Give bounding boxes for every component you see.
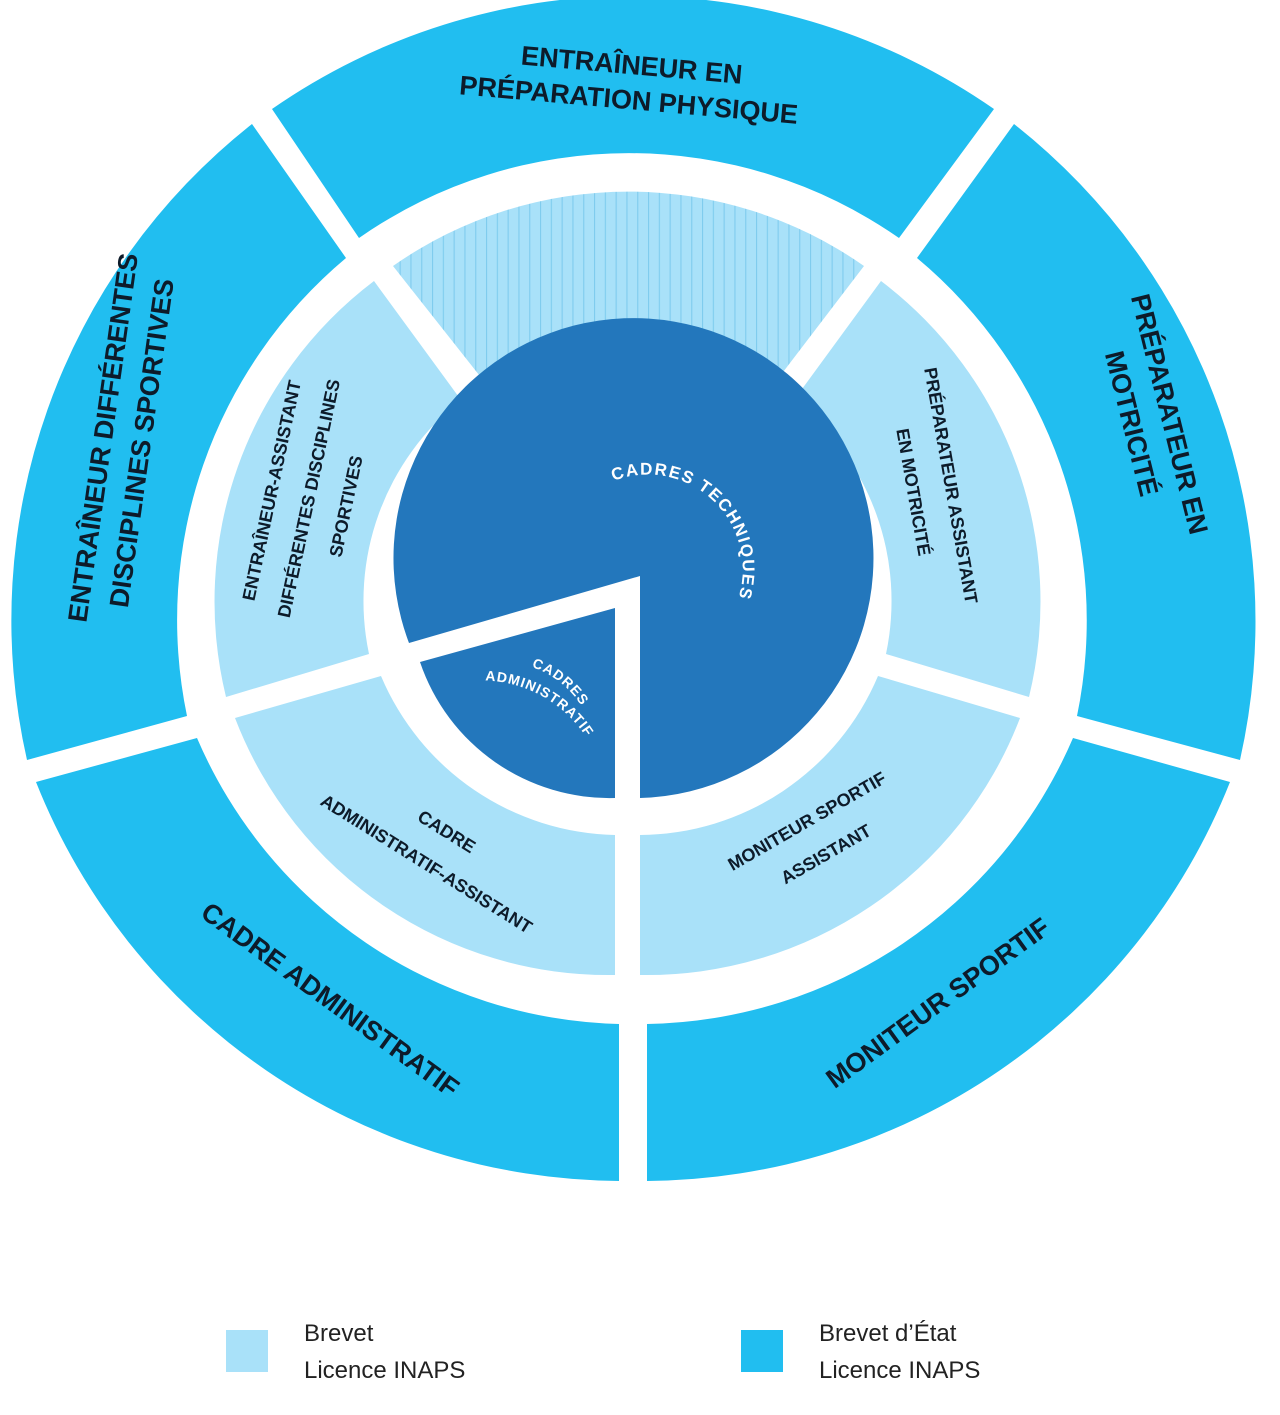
legend-swatch-dark [741,1330,783,1372]
legend-swatch-light [226,1330,268,1372]
career-diagram: ENTRAÎNEUR ENPRÉPARATION PHYSIQUE PRÉPAR… [11,0,1256,1181]
outer-segment-bottom-right[interactable] [647,738,1230,1181]
legend-line: Licence INAPS [304,1357,466,1384]
outer-segment-bottom-left[interactable] [36,738,619,1181]
legend-line: Brevet [304,1320,374,1347]
legend-line: Brevet d’État [819,1320,957,1347]
middle-segment-top-hatched [393,191,864,380]
middle-segment-left[interactable] [214,281,461,697]
core-administrative[interactable] [420,608,615,799]
legend-text-brevet-etat: Brevet d’État Licence INAPS [819,1315,980,1389]
outer-segment-top[interactable] [272,0,994,238]
middle-segment-bottom-right[interactable] [640,676,1020,976]
legend-text-brevet: Brevet Licence INAPS [304,1315,465,1389]
outer-segment-left[interactable] [11,124,347,760]
legend-line: Licence INAPS [819,1357,981,1384]
middle-segment-bottom-left[interactable] [235,676,615,976]
outer-segment-right[interactable] [917,124,1256,760]
middle-segment-right[interactable] [794,281,1041,697]
core-technical[interactable] [393,318,874,798]
